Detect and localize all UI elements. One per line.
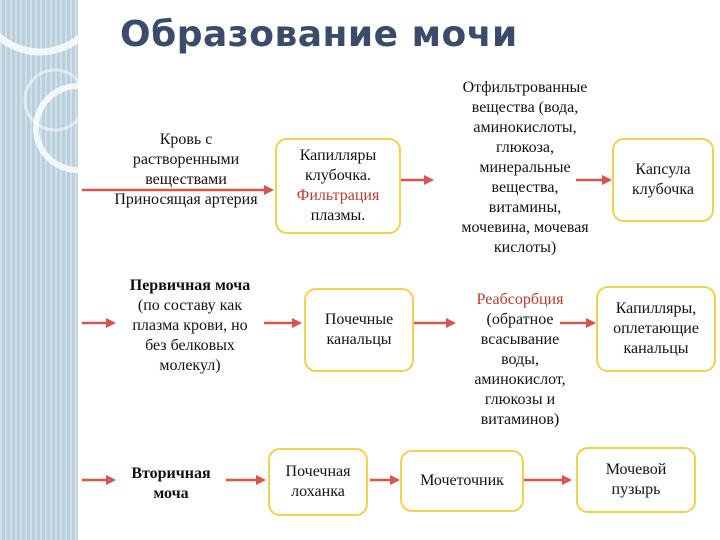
decorative-sidebar bbox=[0, 0, 78, 540]
reabsorption-label: Реабсорбция (обратное всасывание воды, а… bbox=[450, 290, 590, 430]
text-line: пузырь bbox=[611, 481, 661, 498]
filtered-substances-label: Отфильтрованные вещества (вода, аминокис… bbox=[440, 78, 610, 258]
ureter-box: Мочеточник bbox=[400, 450, 524, 512]
text-line: лоханка bbox=[291, 483, 345, 500]
text-line: клубочка bbox=[632, 181, 694, 198]
text-line: минеральные bbox=[479, 159, 571, 176]
text-line: канальцы bbox=[326, 331, 392, 348]
text-line: Капилляры, bbox=[615, 300, 697, 317]
tubule-capillaries-box: Капилляры, оплетающие канальцы bbox=[596, 286, 716, 372]
text-line: плазма крови, но bbox=[132, 317, 248, 334]
text-line: всасывание bbox=[480, 331, 560, 348]
text-line: Кровь с bbox=[159, 131, 213, 148]
text-line: Отфильтрованные bbox=[462, 79, 588, 96]
text-line: вещества (вода, bbox=[471, 99, 579, 116]
text-line: глюкозы и bbox=[484, 391, 556, 408]
filtration-term: Фильтрация bbox=[296, 187, 380, 204]
text-line: аминокислоты, bbox=[473, 119, 577, 136]
glomerulus-capillaries-box: Капилляры клубочка. Фильтрация плазмы. bbox=[275, 138, 401, 234]
text-line: вещества, bbox=[491, 179, 559, 196]
reabsorption-term: Реабсорбция bbox=[476, 291, 564, 308]
text-line: Мочеточник bbox=[420, 472, 504, 489]
text-line: мочевина, мочевая bbox=[461, 219, 589, 236]
text-line: Капилляры bbox=[299, 147, 377, 164]
text-line: Почечная bbox=[285, 463, 351, 480]
renal-pelvis-box: Почечная лоханка bbox=[268, 448, 368, 516]
text-line: (обратное bbox=[486, 311, 554, 328]
text-line: Мочевой bbox=[605, 461, 667, 478]
text-line: молекул) bbox=[159, 357, 221, 374]
text-line: витамины, bbox=[488, 199, 562, 216]
text-line: аминокислот, bbox=[474, 371, 566, 388]
blood-source-label: Кровь с растворенными веществами Принося… bbox=[96, 130, 276, 210]
text-line: оплетающие bbox=[613, 320, 699, 337]
primary-urine-label: Первичная моча (по составу как плазма кр… bbox=[116, 276, 264, 376]
decorative-circles bbox=[0, 32, 78, 173]
text-line: Почечные bbox=[324, 311, 394, 328]
text-line: воды, bbox=[501, 351, 539, 368]
text-line: канальцы bbox=[623, 340, 689, 357]
text-line: витаминов) bbox=[480, 411, 560, 428]
page-title: Образование мочи bbox=[120, 14, 518, 55]
text-line: Приносящая артерия bbox=[114, 191, 258, 208]
text-line: (по составу как bbox=[137, 297, 243, 314]
renal-tubules-box: Почечные канальцы bbox=[304, 288, 414, 372]
text-line: кислоты) bbox=[493, 239, 557, 256]
secondary-urine-label: Вторичная моча bbox=[116, 464, 226, 504]
text-line: моча bbox=[153, 485, 189, 502]
text-line: Капсула bbox=[635, 161, 691, 178]
text-line: клубочка. bbox=[305, 167, 371, 184]
text-line: без белковых bbox=[145, 337, 235, 354]
glomerular-capsule-box: Капсула клубочка bbox=[612, 138, 714, 222]
text-line: плазмы. bbox=[310, 207, 366, 224]
text-line: глюкоза, bbox=[495, 139, 555, 156]
text-line: растворенными bbox=[132, 151, 240, 168]
bladder-box: Мочевой пузырь bbox=[576, 447, 696, 513]
primary-urine-title: Первичная моча bbox=[129, 277, 251, 294]
text-line: Вторичная bbox=[131, 465, 211, 482]
text-line: веществами bbox=[145, 171, 227, 188]
